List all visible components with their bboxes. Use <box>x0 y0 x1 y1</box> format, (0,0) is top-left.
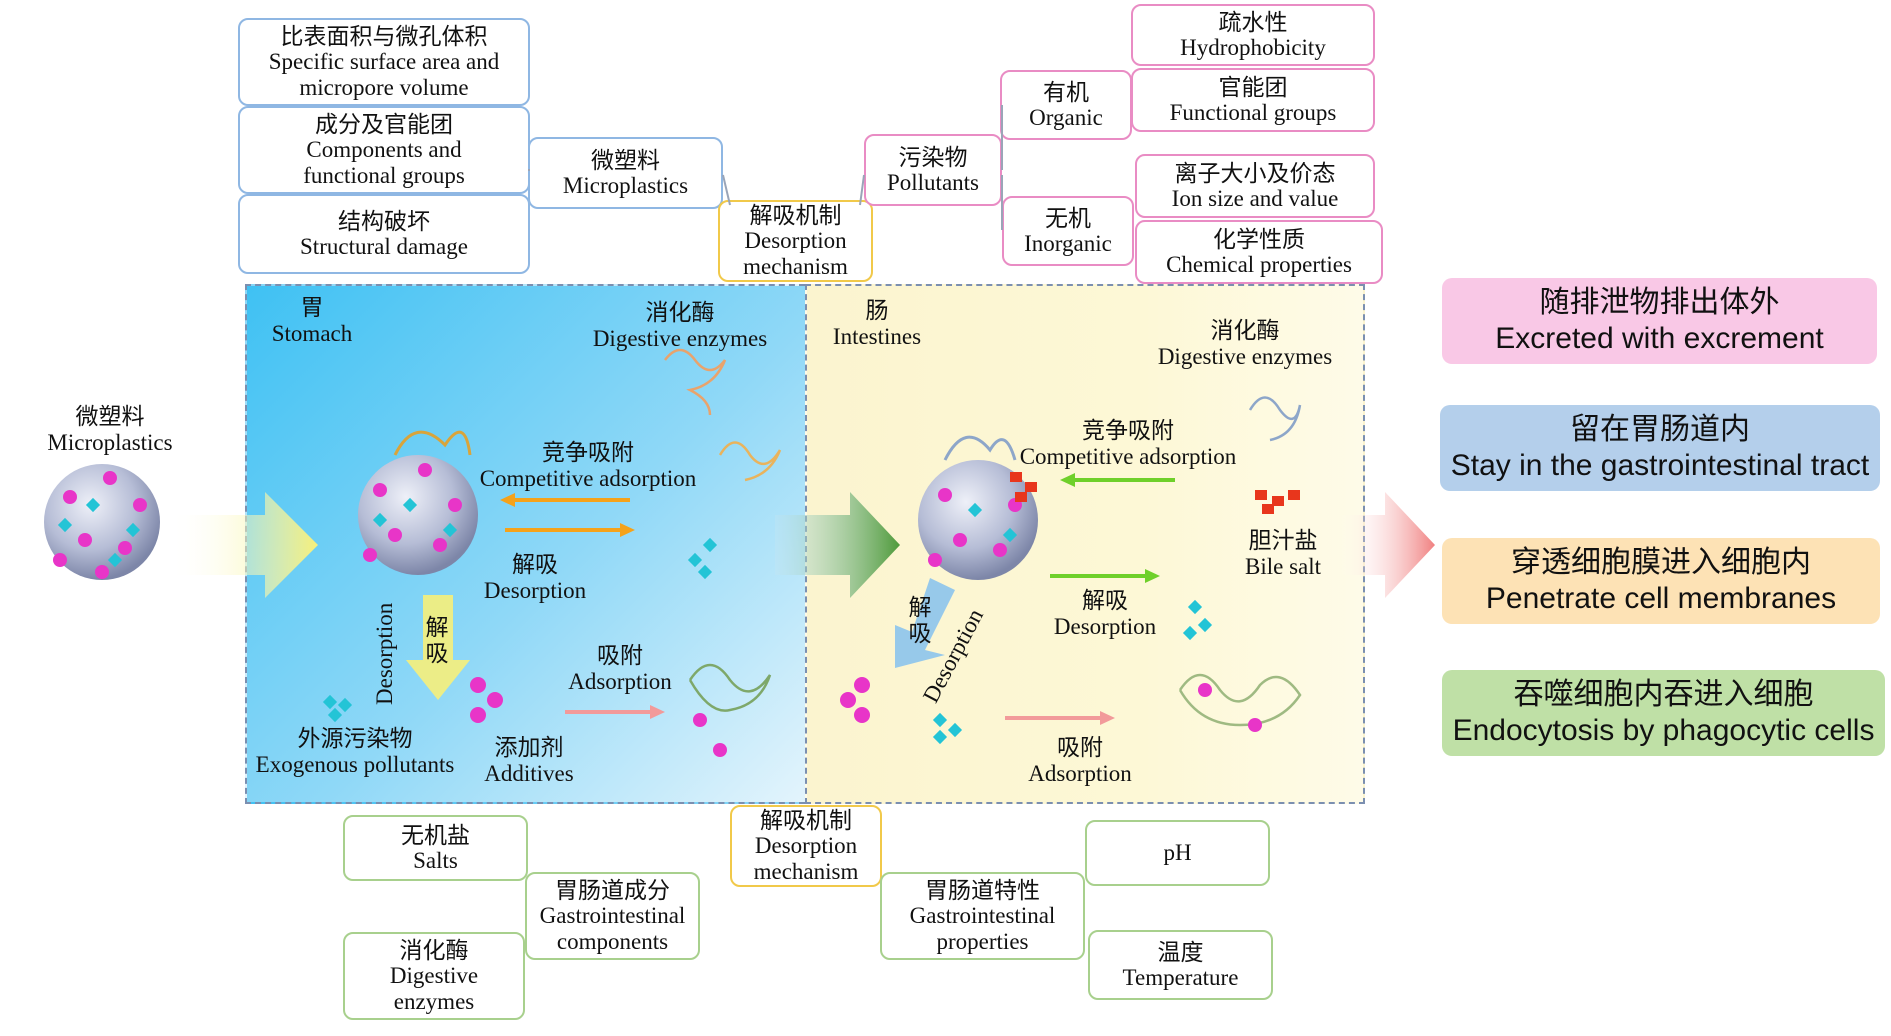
intestines-diag-cn: 解吸 <box>908 595 932 647</box>
stomach-additives-label: 添加剂 Additives <box>484 735 574 787</box>
intestines-competitive-label: 竞争吸附 Competitive adsorption <box>1019 418 1237 470</box>
flow-arrow-1 <box>170 492 318 598</box>
stomach-adsorption-label: 吸附 Adsorption <box>568 643 672 695</box>
flow-arrow-3 <box>1340 492 1435 598</box>
box-organic: 有机 Organic <box>1000 70 1132 140</box>
outcome-penetrate: 穿透细胞膜进入细胞内 Penetrate cell membranes <box>1442 538 1880 624</box>
left-microplastics-label: 微塑料 Microplastics <box>47 404 173 456</box>
box-gi-components: 胃肠道成分 Gastrointestinal components <box>525 872 700 960</box>
stomach-vertical-cn: 解吸 <box>425 615 449 667</box>
box-ph: pH <box>1085 820 1270 886</box>
intestines-enzymes-label: 消化酶 Digestive enzymes <box>1157 318 1333 370</box>
outcome-endocytosis: 吞噬细胞内吞进入细胞 Endocytosis by phagocytic cel… <box>1442 670 1885 756</box>
box-functional-groups: 官能团 Functional groups <box>1131 68 1375 132</box>
box-hydrophobicity: 疏水性 Hydrophobicity <box>1131 4 1375 66</box>
box-microplastics: 微塑料 Microplastics <box>528 137 723 209</box>
outcome-stay: 留在胃肠道内 Stay in the gastrointestinal trac… <box>1440 405 1880 491</box>
intestine-arrows <box>895 473 1175 725</box>
microplastic-particle-intestine <box>918 435 1038 580</box>
intestines-title: 肠 Intestines <box>832 298 922 350</box>
box-bottom-enzymes: 消化酶 Digestive enzymes <box>343 932 525 1020</box>
box-desorption-bottom: 解吸机制 Desorption mechanism <box>730 805 882 887</box>
outcome-excreted: 随排泄物排出体外 Excreted with excrement <box>1442 278 1877 364</box>
box-chemical-properties: 化学性质 Chemical properties <box>1135 220 1383 284</box>
intestines-adsorption-label: 吸附 Adsorption <box>1028 735 1132 787</box>
loose-pollutants <box>322 490 1300 757</box>
box-components: 成分及官能团 Components and functional groups <box>238 106 530 194</box>
stomach-competitive-label: 竞争吸附 Competitive adsorption <box>479 440 697 492</box>
bile-salt-label: 胆汁盐 Bile salt <box>1244 528 1322 580</box>
stomach-enzymes-label: 消化酶 Digestive enzymes <box>592 300 768 352</box>
box-surface-area: 比表面积与微孔体积 Specific surface area and micr… <box>238 18 530 106</box>
box-ion-size: 离子大小及价态 Ion size and value <box>1135 154 1375 218</box>
box-desorption-top: 解吸机制 Desorption mechanism <box>718 200 873 282</box>
box-salts: 无机盐 Salts <box>343 815 528 881</box>
box-inorganic: 无机 Inorganic <box>1002 196 1134 266</box>
box-gi-properties: 胃肠道特性 Gastrointestinal properties <box>880 872 1085 960</box>
intestines-desorption-label: 解吸 Desorption <box>1053 588 1157 640</box>
stomach-vertical-desorption: Desorption <box>372 602 397 705</box>
box-pollutants: 污染物 Pollutants <box>864 134 1002 206</box>
microplastic-particle-left <box>44 464 160 580</box>
stomach-desorption-label: 解吸 Desorption <box>483 552 587 604</box>
flow-arrow-2 <box>775 492 900 598</box>
box-temperature: 温度 Temperature <box>1088 930 1273 1000</box>
microplastic-particle-stomach <box>358 430 478 575</box>
stomach-exogenous-label: 外源污染物 Exogenous pollutants <box>255 726 455 778</box>
box-structural-damage: 结构破坏 Structural damage <box>238 194 530 274</box>
stomach-title: 胃 Stomach <box>271 295 353 347</box>
stomach-arrows <box>406 493 665 719</box>
enzyme-graphics <box>664 348 1302 727</box>
